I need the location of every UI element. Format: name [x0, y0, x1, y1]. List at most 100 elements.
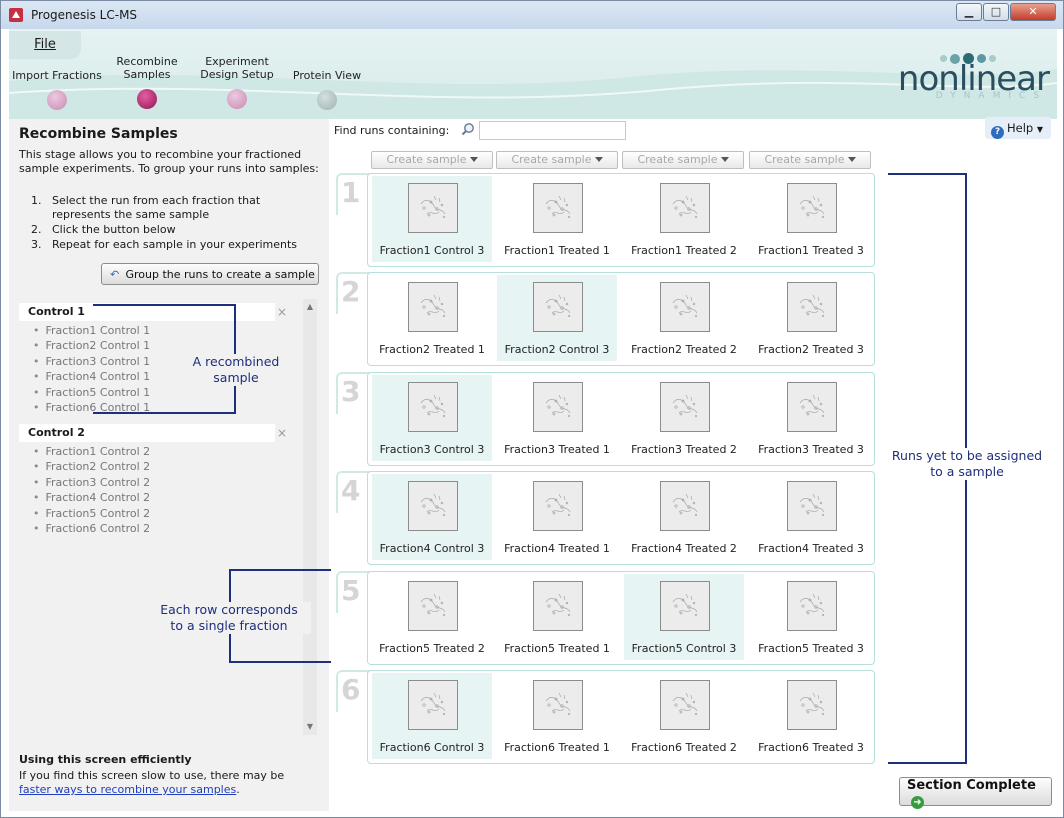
run-label: Fraction1 Control 3: [379, 244, 485, 257]
step-indicator: [137, 89, 157, 109]
run-label: Fraction1 Treated 2: [631, 244, 737, 257]
remove-sample-icon[interactable]: ×: [276, 426, 288, 440]
run-tile[interactable]: Fraction4 Control 3: [372, 474, 492, 560]
workflow-header: File Import Fractions Recombine Samples …: [9, 29, 1057, 119]
fraction-row: Fraction2 Treated 1 Fraction2 Control 3 Fr…: [367, 272, 875, 366]
run-label: Fraction2 Control 3: [504, 343, 610, 356]
fraction-row: Fraction1 Control 3 Fraction1 Treated 1 Fr…: [367, 173, 875, 267]
run-thumbnail: [533, 481, 583, 531]
run-tile[interactable]: Fraction3 Treated 3: [751, 375, 871, 461]
step-indicator: [227, 89, 247, 109]
run-tile[interactable]: Fraction6 Treated 1: [497, 673, 617, 759]
sample-group-control-1[interactable]: Control 1 × Fraction1 Control 1 Fraction…: [19, 303, 287, 415]
run-thumbnail: [787, 183, 837, 233]
chevron-down-icon: [469, 157, 478, 162]
minimize-button[interactable]: ▁: [956, 3, 982, 21]
run-thumbnail: [408, 282, 458, 332]
fraction-number: 2: [334, 272, 370, 314]
run-tile[interactable]: Fraction5 Treated 2: [372, 574, 492, 660]
run-label: Fraction1 Treated 3: [758, 244, 864, 257]
run-tile[interactable]: Fraction1 Treated 1: [497, 176, 617, 262]
run-thumbnail: [408, 481, 458, 531]
run-label: Fraction1 Treated 1: [504, 244, 610, 257]
title-bar: Progenesis LC-MS ▁ □ ✕: [1, 1, 1063, 29]
list-item: Fraction6 Control 2: [33, 521, 275, 536]
chevron-down-icon: [847, 157, 856, 162]
run-label: Fraction5 Treated 3: [758, 642, 864, 655]
run-tile[interactable]: Fraction5 Treated 3: [751, 574, 871, 660]
brand-logo-sub: DYNAMICS: [935, 91, 1047, 101]
run-tile[interactable]: Fraction1 Treated 2: [624, 176, 744, 262]
run-tile[interactable]: Fraction6 Treated 2: [624, 673, 744, 759]
list-item: Fraction5 Control 1: [33, 385, 275, 400]
scroll-down-icon[interactable]: ▼: [306, 722, 314, 731]
run-tile[interactable]: Fraction3 Control 3: [372, 375, 492, 461]
samples-scrollbar[interactable]: ▲ ▼: [303, 299, 317, 735]
run-thumbnail: [787, 481, 837, 531]
brand-logo: nonlinear: [897, 59, 1050, 99]
run-tile[interactable]: Fraction2 Treated 3: [751, 275, 871, 361]
maximize-button[interactable]: □: [983, 3, 1009, 21]
panel-title: Recombine Samples: [19, 126, 178, 142]
run-tile[interactable]: Fraction5 Control 3: [624, 574, 744, 660]
close-button[interactable]: ✕: [1010, 3, 1056, 21]
step-recombine-samples[interactable]: Recombine Samples: [101, 55, 193, 109]
run-thumbnail: [408, 680, 458, 730]
chevron-down-icon: [594, 157, 603, 162]
run-tile[interactable]: Fraction3 Treated 1: [497, 375, 617, 461]
run-tile[interactable]: Fraction1 Treated 3: [751, 176, 871, 262]
run-label: Fraction4 Treated 2: [631, 542, 737, 555]
header-wave: [9, 69, 1057, 119]
create-sample-button-4[interactable]: Create sample: [749, 151, 871, 169]
run-thumbnail: [787, 680, 837, 730]
list-item: Fraction4 Control 1: [33, 369, 275, 384]
run-tile[interactable]: Fraction4 Treated 3: [751, 474, 871, 560]
run-label: Fraction6 Treated 2: [631, 741, 737, 754]
scroll-up-icon[interactable]: ▲: [306, 302, 314, 311]
run-thumbnail: [660, 680, 710, 730]
instruction-steps: 1.Select the run from each fraction that…: [31, 194, 311, 253]
fraction-row: Fraction4 Control 3 Fraction4 Treated 1 Fr…: [367, 471, 875, 565]
run-tile[interactable]: Fraction6 Control 3: [372, 673, 492, 759]
step-label: Recombine Samples: [116, 55, 178, 81]
list-item: Fraction6 Control 1: [33, 400, 275, 415]
remove-sample-icon[interactable]: ×: [276, 305, 288, 319]
list-item: Fraction5 Control 2: [33, 506, 275, 521]
list-item: Fraction1 Control 2: [33, 444, 275, 459]
group-arrow-icon: ↶: [110, 267, 120, 281]
run-tile[interactable]: Fraction6 Treated 3: [751, 673, 871, 759]
run-tile[interactable]: Fraction4 Treated 1: [497, 474, 617, 560]
list-item: Fraction3 Control 2: [33, 475, 275, 490]
run-tile[interactable]: Fraction2 Treated 1: [372, 275, 492, 361]
group-runs-button[interactable]: ↶ Group the runs to create a sample: [101, 263, 319, 285]
find-runs-input[interactable]: [479, 121, 626, 140]
run-thumbnail: [408, 581, 458, 631]
faster-ways-link[interactable]: faster ways to recombine your samples: [19, 783, 237, 796]
step-experiment-design[interactable]: Experiment Design Setup: [191, 55, 283, 109]
list-item: Fraction4 Control 2: [33, 490, 275, 505]
fraction-number: 1: [334, 173, 370, 215]
create-sample-button-3[interactable]: Create sample: [622, 151, 744, 169]
create-sample-button-2[interactable]: Create sample: [496, 151, 618, 169]
step-import-fractions[interactable]: Import Fractions: [9, 69, 105, 110]
step-protein-view[interactable]: Protein View: [281, 69, 373, 110]
run-tile[interactable]: Fraction2 Control 3: [497, 275, 617, 361]
arrow-right-icon: ➜: [911, 796, 924, 809]
efficiency-title: Using this screen efficiently: [19, 753, 192, 766]
create-sample-button-1[interactable]: Create sample: [371, 151, 493, 169]
run-tile[interactable]: Fraction5 Treated 1: [497, 574, 617, 660]
run-tile[interactable]: Fraction1 Control 3: [372, 176, 492, 262]
sample-name: Control 2: [19, 424, 275, 442]
sample-group-control-2[interactable]: Control 2 × Fraction1 Control 2 Fraction…: [19, 424, 287, 536]
run-tile[interactable]: Fraction2 Treated 2: [624, 275, 744, 361]
help-button[interactable]: ?Help ▼: [985, 117, 1051, 139]
run-thumbnail: [533, 183, 583, 233]
section-complete-button[interactable]: Section Complete➜: [899, 777, 1052, 809]
run-tile[interactable]: Fraction4 Treated 2: [624, 474, 744, 560]
sample-runs: Fraction1 Control 2 Fraction2 Control 2 …: [19, 444, 275, 536]
run-tile[interactable]: Fraction3 Treated 2: [624, 375, 744, 461]
run-label: Fraction4 Control 3: [379, 542, 485, 555]
file-menu[interactable]: File: [9, 31, 81, 59]
